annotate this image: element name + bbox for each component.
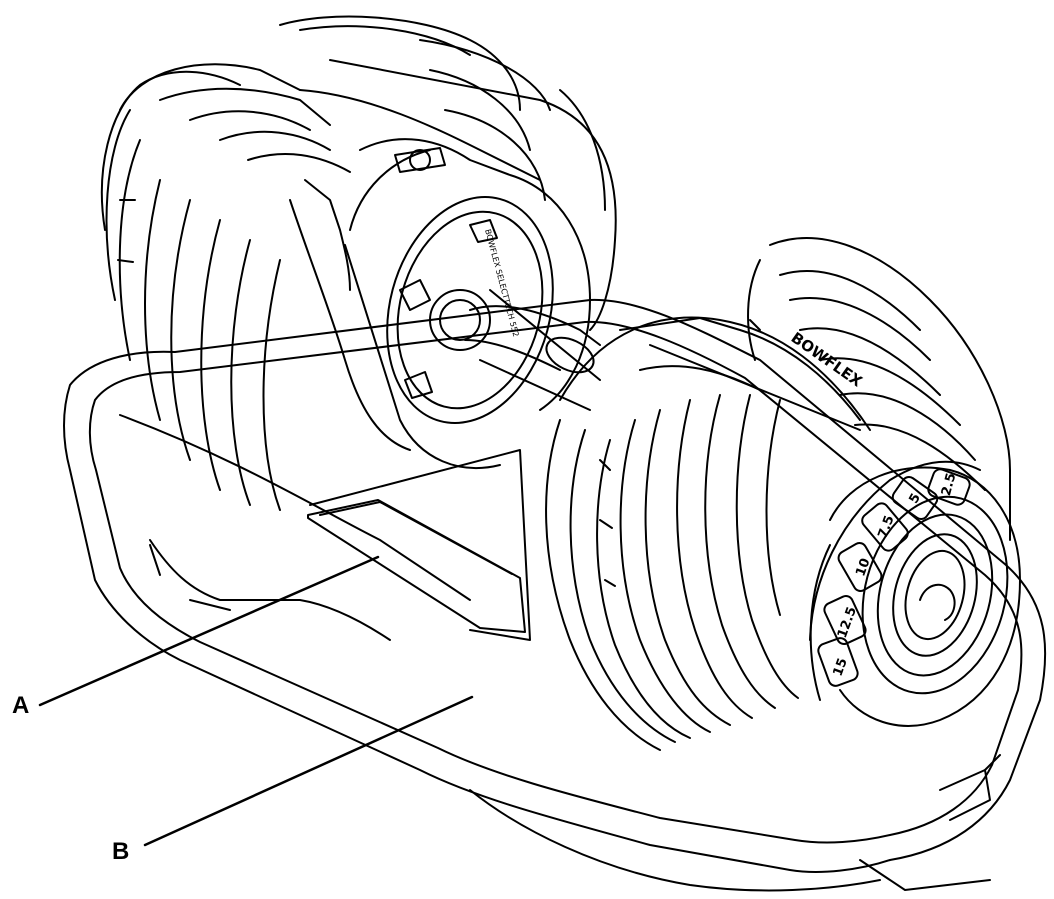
callout-b-leader	[143, 695, 474, 847]
handle	[464, 289, 601, 411]
left-weight-stack	[100, 15, 617, 511]
dial-number-15: 15	[831, 656, 851, 678]
callout-a-leader	[38, 555, 380, 707]
callout-a-label: A	[12, 692, 30, 719]
dial-number-12-5: 12.5	[835, 605, 860, 640]
callout-b-label: B	[112, 838, 130, 865]
dial-number-10: 10	[853, 556, 873, 578]
left-end-plate	[344, 138, 591, 469]
dial-keys	[817, 468, 971, 687]
plate-text: BOWFLEX SELECTTECH 552	[483, 228, 520, 338]
dial-number-2-5: 2.5	[939, 471, 959, 497]
cradle-label-plate	[307, 499, 526, 633]
right-end-cap	[809, 460, 1021, 727]
dial-number-7-5: 7.5	[876, 514, 898, 541]
base-tray	[63, 298, 1047, 892]
right-weight-stack	[545, 237, 1011, 751]
